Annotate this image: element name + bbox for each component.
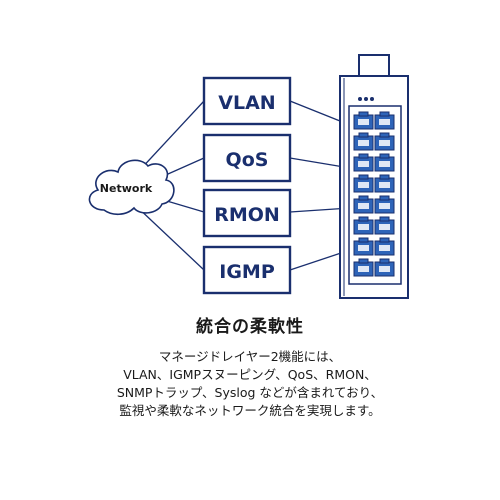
feature-label-qos: QoS (226, 149, 269, 171)
ethernet-port (353, 258, 374, 277)
cloud-icon (88, 159, 175, 216)
ethernet-port (374, 111, 395, 130)
feature-box-igmp: IGMP (202, 245, 292, 295)
ethernet-port (374, 174, 395, 193)
ethernet-port (353, 111, 374, 130)
cloud-label: Network (100, 182, 153, 195)
ethernet-port (374, 195, 395, 214)
description-line: マネージドレイヤー2機能には、 (158, 349, 342, 364)
ethernet-port (374, 237, 395, 256)
network-cloud: Network (88, 159, 175, 216)
ethernet-port (374, 258, 395, 277)
description-line: 監視や柔軟なネットワーク統合を実現します。 (119, 403, 381, 418)
ethernet-port (353, 237, 374, 256)
status-led-indicators (358, 97, 374, 101)
ethernet-port (353, 132, 374, 151)
section-heading: 統合の柔軟性 (196, 317, 304, 337)
feature-box-qos: QoS (202, 133, 292, 183)
port-grid (353, 111, 395, 277)
feature-box-vlan: VLAN (202, 76, 292, 126)
ethernet-port (353, 153, 374, 172)
din-rail-clip (358, 54, 390, 78)
port-panel (348, 105, 402, 285)
ethernet-port (353, 195, 374, 214)
feature-label-igmp: IGMP (219, 261, 275, 283)
feature-label-rmon: RMON (214, 204, 280, 226)
description-line: VLAN、IGMPスヌーピング、QoS、RMON、 (123, 367, 377, 382)
ethernet-port (353, 216, 374, 235)
ethernet-port (374, 153, 395, 172)
feature-box-rmon: RMON (202, 188, 292, 238)
ethernet-port (374, 216, 395, 235)
ethernet-port (374, 132, 395, 151)
network-switch (339, 54, 409, 299)
description-line: SNMPトラップ、Syslog などが含まれており、 (116, 385, 384, 400)
ethernet-port (353, 174, 374, 193)
feature-label-vlan: VLAN (218, 92, 275, 114)
network-diagram: Network VLAN QoS RMON IGMP (88, 54, 409, 299)
